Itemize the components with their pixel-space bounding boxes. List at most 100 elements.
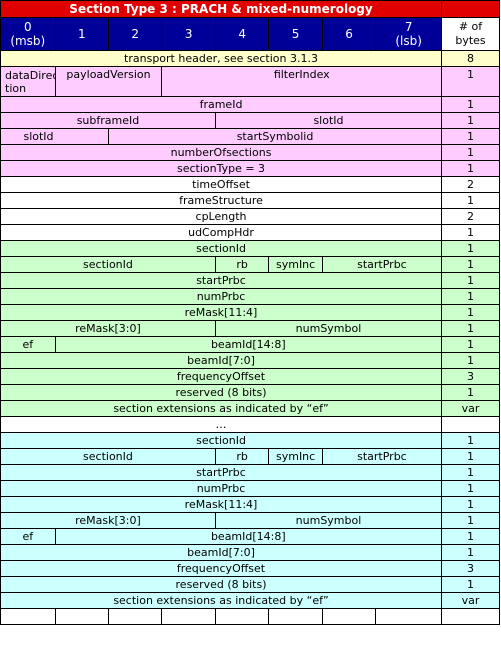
section1-beam-hi-row: ef beamId[14:8] 1 xyxy=(0,336,500,353)
rb-field: rb xyxy=(214,256,270,273)
start-prbc-hi-field: startPrbc xyxy=(321,256,443,273)
beam-id-hi-field: beamId[14:8] xyxy=(54,528,443,545)
sym-inc-field: symInc xyxy=(268,256,323,273)
section-id-cont-field: sectionId xyxy=(0,448,216,465)
bytes-cell: 1 xyxy=(441,144,500,161)
section1-mixed-row: sectionId rb symInc startPrbc 1 xyxy=(0,256,500,273)
section2-reserved-row: reserved (8 bits) 1 xyxy=(0,576,500,593)
frame-structure-row: frameStructure 1 xyxy=(0,192,500,209)
ef-field: ef xyxy=(0,528,56,545)
section-type-3-table: Section Type 3 : PRACH & mixed-numerolog… xyxy=(0,0,500,625)
bytes-cell: 2 xyxy=(441,176,500,193)
section1-section-id-row: sectionId 1 xyxy=(0,240,500,257)
section1-start-prbc-row: startPrbc 1 xyxy=(0,272,500,289)
bytes-cell: 1 xyxy=(441,384,500,401)
section-extensions-field: section extensions as indicated by “ef” xyxy=(0,592,443,609)
frame-id-row: frameId 1 xyxy=(0,96,500,113)
slot-id-cont-field: slotId xyxy=(0,128,110,145)
section-type-field: sectionType = 3 xyxy=(0,160,443,177)
start-prbc-field: startPrbc xyxy=(0,272,443,289)
bit-3-header: 3 xyxy=(161,17,216,51)
section2-num-prbc-row: numPrbc 1 xyxy=(0,480,500,497)
beam-id-hi-field: beamId[14:8] xyxy=(54,336,443,353)
bytes-cell: 1 xyxy=(441,480,500,497)
empty-bit-row xyxy=(0,608,500,625)
section-extensions-field: section extensions as indicated by “ef” xyxy=(0,400,443,417)
slot-id-field: slotId xyxy=(214,112,443,129)
table-title: Section Type 3 : PRACH & mixed-numerolog… xyxy=(0,0,443,18)
section2-extensions-row: section extensions as indicated by “ef” … xyxy=(0,592,500,609)
bytes-cell: var xyxy=(441,592,500,609)
section1-frequency-offset-row: frequencyOffset 3 xyxy=(0,368,500,385)
section2-mixed-row: sectionId rb symInc startPrbc 1 xyxy=(0,448,500,465)
bytes-cell: 1 xyxy=(441,112,500,129)
reserved-field: reserved (8 bits) xyxy=(0,576,443,593)
bytes-cell: 1 xyxy=(441,192,500,209)
bytes-cell: 3 xyxy=(441,560,500,577)
bytes-cell: 3 xyxy=(441,368,500,385)
section1-remask-hi-row: reMask[11:4] 1 xyxy=(0,304,500,321)
section-id-cont-field: sectionId xyxy=(0,256,216,273)
section2-section-id-row: sectionId 1 xyxy=(0,432,500,449)
bit-6-header: 6 xyxy=(321,17,377,51)
section1-reserved-row: reserved (8 bits) 1 xyxy=(0,384,500,401)
bytes-cell: 1 xyxy=(441,464,500,481)
bytes-cell: 1 xyxy=(441,160,500,177)
bytes-cell: 1 xyxy=(441,448,500,465)
start-prbc-hi-field: startPrbc xyxy=(321,448,443,465)
section2-remask-lo-row: reMask[3:0] numSymbol 1 xyxy=(0,512,500,529)
section1-num-prbc-row: numPrbc 1 xyxy=(0,288,500,305)
section-id-field: sectionId xyxy=(0,240,443,257)
time-offset-field: timeOffset xyxy=(0,176,443,193)
section-id-field: sectionId xyxy=(0,432,443,449)
beam-id-lo-field: beamId[7:0] xyxy=(0,544,443,561)
bytes-cell: 1 xyxy=(441,128,500,145)
bit-4-header: 4 xyxy=(214,17,270,51)
bit-7-header: 7(lsb) xyxy=(375,17,443,51)
bytes-cell: 1 xyxy=(441,432,500,449)
start-prbc-field: startPrbc xyxy=(0,464,443,481)
bytes-cell: var xyxy=(441,400,500,417)
bytes-cell: 1 xyxy=(441,272,500,289)
slot-start-symbol-row: slotId startSymbolid 1 xyxy=(0,128,500,145)
cp-length-field: cpLength xyxy=(0,208,443,225)
section1-beam-lo-row: beamId[7:0] 1 xyxy=(0,352,500,369)
data-direction-field: dataDirec tion xyxy=(0,66,56,97)
section1-remask-lo-row: reMask[3:0] numSymbol 1 xyxy=(0,320,500,337)
frame-structure-field: frameStructure xyxy=(0,192,443,209)
num-symbol-field: numSymbol xyxy=(214,512,443,529)
empty-cell xyxy=(161,608,216,625)
num-prbc-field: numPrbc xyxy=(0,288,443,305)
bytes-cell: 1 xyxy=(441,544,500,561)
empty-cell xyxy=(321,608,377,625)
num-symbol-field: numSymbol xyxy=(214,320,443,337)
section2-remask-hi-row: reMask[11:4] 1 xyxy=(0,496,500,513)
bytes-cell: 1 xyxy=(441,512,500,529)
subframe-slot-row: subframeId slotId 1 xyxy=(0,112,500,129)
bytes-cell: 1 xyxy=(441,256,500,273)
transport-header-row: transport header, see section 3.1.3 8 xyxy=(0,50,500,67)
frequency-offset-field: frequencyOffset xyxy=(0,368,443,385)
bytes-cell: 1 xyxy=(441,496,500,513)
bit-1-header: 1 xyxy=(54,17,110,51)
section2-start-prbc-row: startPrbc 1 xyxy=(0,464,500,481)
title-corner xyxy=(441,0,500,18)
time-offset-row: timeOffset 2 xyxy=(0,176,500,193)
rb-field: rb xyxy=(214,448,270,465)
subframe-id-field: subframeId xyxy=(0,112,216,129)
section2-beam-lo-row: beamId[7:0] 1 xyxy=(0,544,500,561)
bytes-cell: 1 xyxy=(441,320,500,337)
number-of-sections-row: numberOfsections 1 xyxy=(0,144,500,161)
num-prbc-field: numPrbc xyxy=(0,480,443,497)
remask-hi-field: reMask[11:4] xyxy=(0,496,443,513)
bit-2-header: 2 xyxy=(108,17,163,51)
cp-length-row: cpLength 2 xyxy=(0,208,500,225)
bytes-cell: 1 xyxy=(441,96,500,113)
octet1-row: dataDirec tion payloadVersion filterInde… xyxy=(0,66,500,97)
section1-extensions-row: section extensions as indicated by “ef” … xyxy=(0,400,500,417)
bytes-cell: 2 xyxy=(441,208,500,225)
section-type-row: sectionType = 3 1 xyxy=(0,160,500,177)
bit-5-header: 5 xyxy=(268,17,323,51)
empty-cell xyxy=(441,608,500,625)
